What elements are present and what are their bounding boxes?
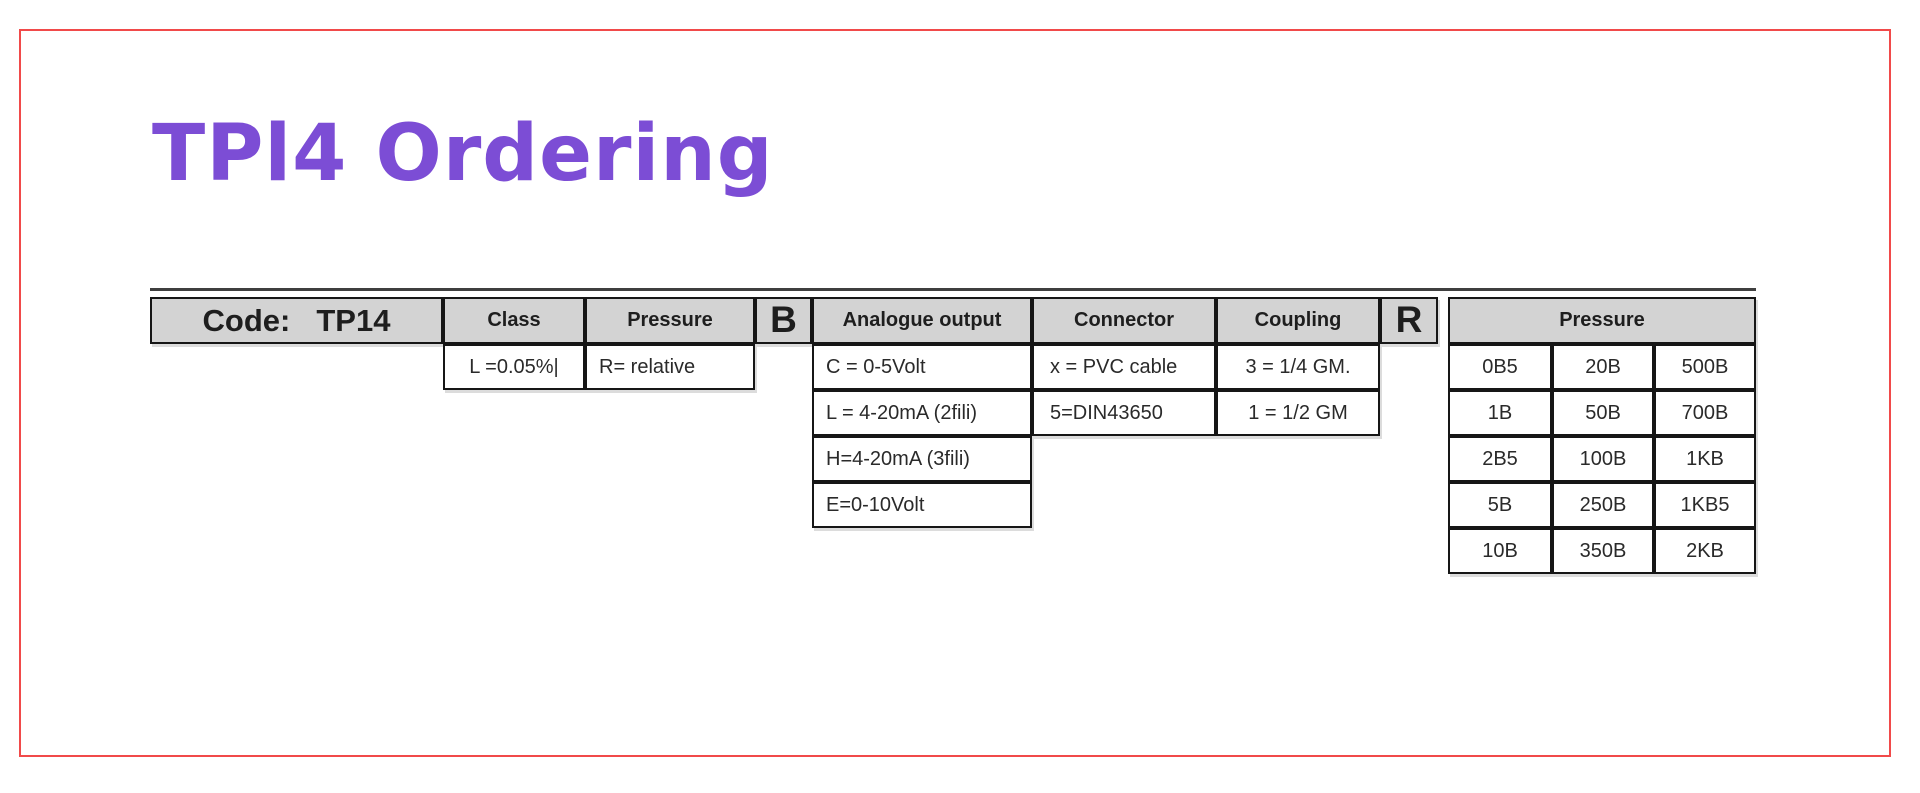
header-cell-pressure-left: Pressure bbox=[585, 297, 755, 344]
cell-pressure-r2c2: 50B bbox=[1552, 390, 1654, 436]
cell-pressure-r2c1: 1B bbox=[1448, 390, 1552, 436]
cell-pressure-r5c2: 350B bbox=[1552, 528, 1654, 574]
cell-connector-option-2: 5=DIN43650 bbox=[1032, 390, 1216, 436]
header-cell-connector: Connector bbox=[1032, 297, 1216, 344]
header-cell-pressure-right: Pressure bbox=[1448, 297, 1756, 344]
header-cell-code: Code: TP14 bbox=[150, 297, 443, 344]
header-cell-r: R bbox=[1380, 297, 1438, 344]
cell-pressure-r1c1: 0B5 bbox=[1448, 344, 1552, 390]
header-cell-analogue-output: Analogue output bbox=[812, 297, 1032, 344]
cell-pressure-r4c2: 250B bbox=[1552, 482, 1654, 528]
code-label: Code: bbox=[202, 302, 291, 338]
cell-pressure-r4c3: 1KB5 bbox=[1654, 482, 1756, 528]
table-top-rule bbox=[150, 288, 1756, 291]
cell-coupling-option-1: 3 = 1/4 GM. bbox=[1216, 344, 1380, 390]
cell-class-value: L =0.05%| bbox=[443, 344, 585, 390]
cell-pressure-left-value: R= relative bbox=[585, 344, 755, 390]
cell-pressure-r4c1: 5B bbox=[1448, 482, 1552, 528]
cell-pressure-r5c1: 10B bbox=[1448, 528, 1552, 574]
header-cell-coupling: Coupling bbox=[1216, 297, 1380, 344]
cell-pressure-r1c2: 20B bbox=[1552, 344, 1654, 390]
page-title: TPl4 Ordering bbox=[152, 109, 774, 199]
header-cell-class: Class bbox=[443, 297, 585, 344]
cell-pressure-r1c3: 500B bbox=[1654, 344, 1756, 390]
cell-pressure-r3c3: 1KB bbox=[1654, 436, 1756, 482]
cell-pressure-r3c2: 100B bbox=[1552, 436, 1654, 482]
header-cell-b: B bbox=[755, 297, 812, 344]
cell-analogue-option-2: L = 4-20mA (2fili) bbox=[812, 390, 1032, 436]
cell-analogue-option-3: H=4-20mA (3fili) bbox=[812, 436, 1032, 482]
cell-analogue-option-4: E=0-10Volt bbox=[812, 482, 1032, 528]
cell-connector-option-1: x = PVC cable bbox=[1032, 344, 1216, 390]
cell-pressure-r5c3: 2KB bbox=[1654, 528, 1756, 574]
cell-analogue-option-1: C = 0-5Volt bbox=[812, 344, 1032, 390]
cell-pressure-r2c3: 700B bbox=[1654, 390, 1756, 436]
cell-coupling-option-2: 1 = 1/2 GM bbox=[1216, 390, 1380, 436]
code-value: TP14 bbox=[316, 302, 391, 338]
cell-pressure-r3c1: 2B5 bbox=[1448, 436, 1552, 482]
